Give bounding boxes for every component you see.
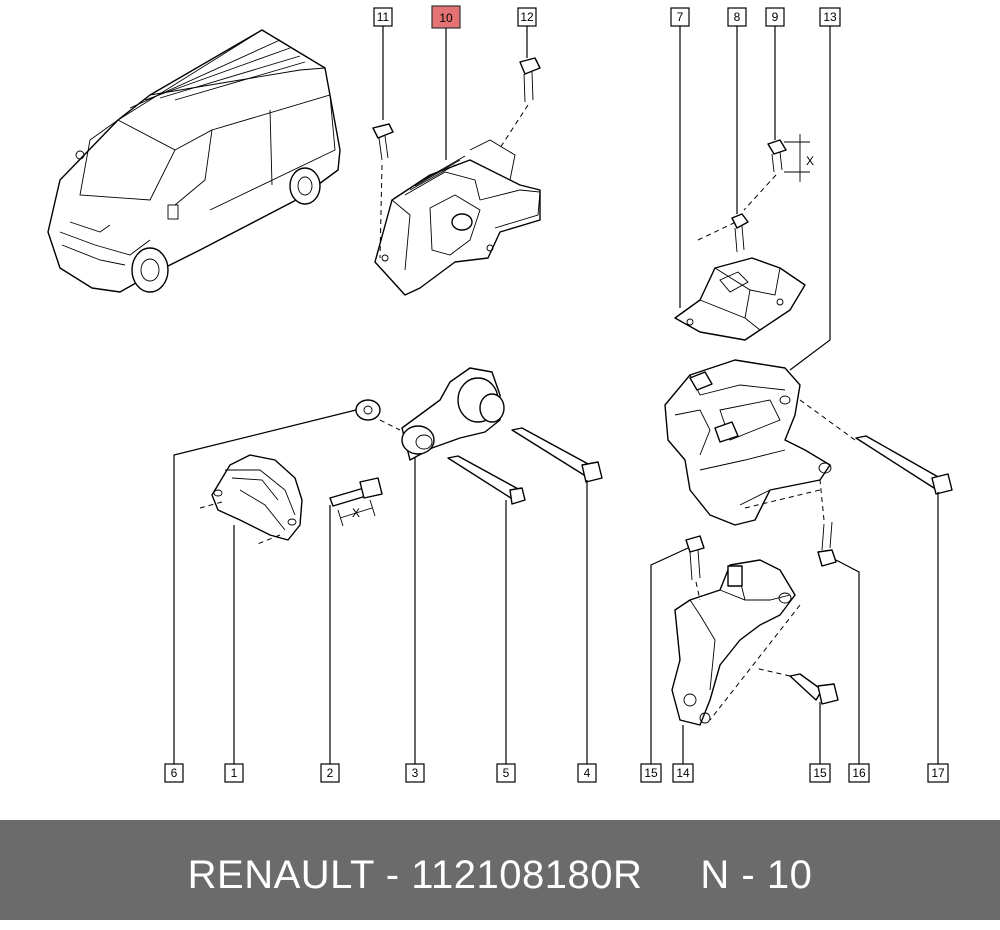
- svg-text:9: 9: [772, 10, 779, 24]
- svg-text:13: 13: [823, 10, 837, 24]
- svg-text:8: 8: [734, 10, 741, 24]
- part-number-footer: RENAULT - 112108180R N - 10: [0, 820, 1000, 920]
- callout-label-16: 16: [848, 763, 870, 783]
- svg-text:15: 15: [644, 766, 658, 780]
- callout-label-14: 14: [672, 763, 694, 783]
- callout-label-13: 13: [819, 7, 841, 27]
- svg-text:1: 1: [231, 766, 238, 780]
- svg-text:6: 6: [171, 766, 178, 780]
- van-illustration: [47, 29, 341, 293]
- svg-text:5: 5: [503, 766, 510, 780]
- callout-label-4: 4: [577, 763, 597, 783]
- callout-label-5: 5: [496, 763, 516, 783]
- leader-lines: [173, 26, 939, 764]
- svg-text:4: 4: [584, 766, 591, 780]
- bracket-1: [199, 454, 383, 546]
- callout-label-9: 9: [765, 7, 785, 27]
- svg-text:15: 15: [813, 766, 827, 780]
- callout-label-7: 7: [670, 7, 690, 27]
- svg-text:2: 2: [327, 766, 334, 780]
- dimension-x-upper: X: [806, 154, 814, 168]
- callout-label-2: 2: [320, 763, 340, 783]
- callout-label-10: 10: [431, 5, 461, 29]
- callout-label-6: 6: [164, 763, 184, 783]
- callout-label-15-right: 15: [809, 763, 831, 783]
- parts-diagram: X X 11 10 12 7 8 9 13 6 1 2 3 5 4 15 14 …: [47, 5, 953, 783]
- callout-label-3: 3: [405, 763, 425, 783]
- callout-label-17: 17: [927, 763, 949, 783]
- footer-part-number-text: RENAULT - 112108180R N - 10: [187, 853, 813, 897]
- svg-text:14: 14: [676, 766, 690, 780]
- svg-text:16: 16: [852, 766, 866, 780]
- svg-text:11: 11: [377, 10, 390, 24]
- callout-label-1: 1: [224, 763, 244, 783]
- callout-label-8: 8: [727, 7, 747, 27]
- svg-text:10: 10: [439, 11, 453, 25]
- svg-text:7: 7: [677, 10, 684, 24]
- engine-mount-10: [372, 57, 541, 296]
- gearbox-bracket-14: [671, 535, 839, 726]
- gearbox-mount-7: [674, 134, 810, 341]
- svg-text:17: 17: [931, 766, 945, 780]
- callout-label-11: 11: [373, 7, 393, 27]
- dimension-x-lower: X: [352, 506, 360, 520]
- svg-text:3: 3: [412, 766, 419, 780]
- subframe-bracket-13: [664, 359, 953, 567]
- torque-rod-3: [355, 367, 603, 505]
- callout-label-15-left: 15: [640, 763, 662, 783]
- callout-label-12: 12: [517, 7, 537, 27]
- svg-text:12: 12: [520, 10, 534, 24]
